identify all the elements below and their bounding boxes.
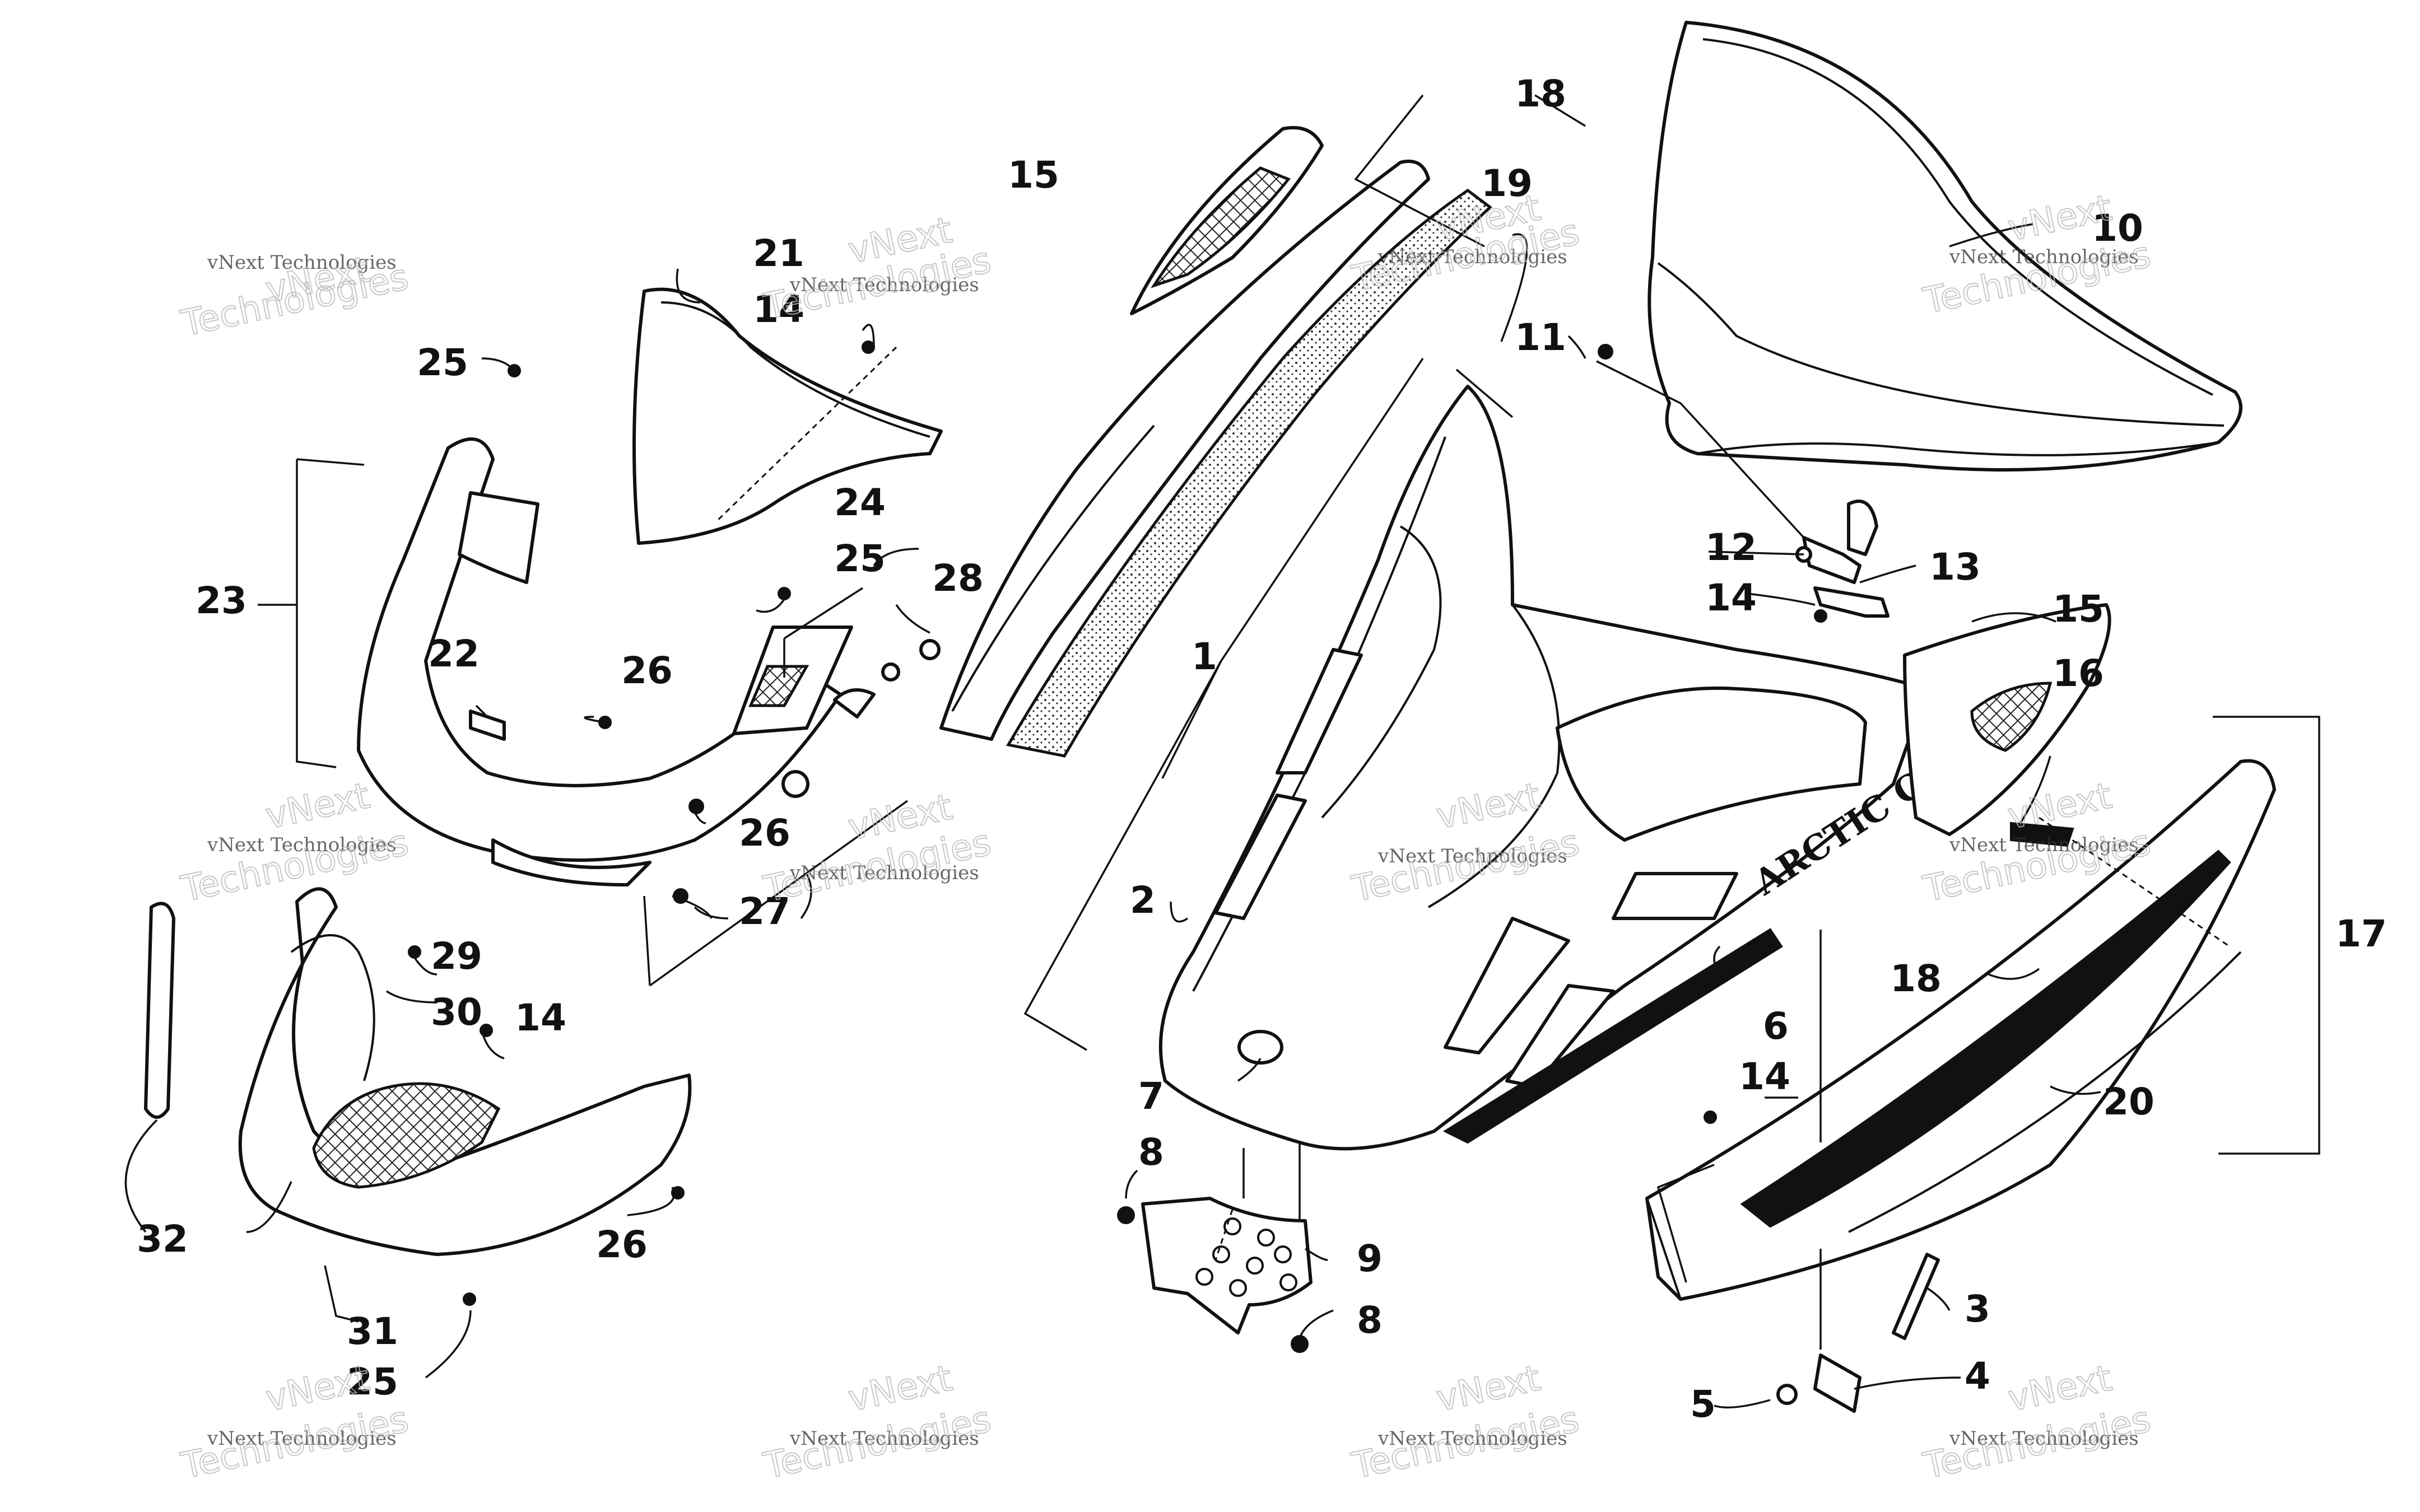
watermark-text: vNext Technologies (789, 862, 979, 884)
callout-9: 9 (1357, 1237, 1383, 1280)
trim-clip (469, 710, 506, 741)
callout-27: 27 (739, 890, 790, 933)
windshield-bracket (1795, 500, 1890, 618)
windshield (1648, 21, 2242, 472)
callout-17: 17 (2335, 912, 2387, 955)
callout-14b: 14 (1705, 576, 1757, 619)
callout-32: 32 (137, 1217, 188, 1261)
callout-23: 23 (196, 579, 247, 622)
callout-28: 28 (932, 557, 984, 600)
callout-4: 4 (1965, 1355, 1990, 1398)
callout-25c: 25 (347, 1360, 398, 1403)
callout-26b: 26 (739, 811, 790, 855)
callout-5: 5 (1690, 1383, 1716, 1426)
rivet (1598, 344, 1613, 360)
push-rivet (781, 639, 941, 798)
callout-25a: 25 (417, 341, 468, 384)
callout-29: 29 (431, 935, 482, 978)
callout-11: 11 (1515, 316, 1566, 359)
callout-18b: 18 (1890, 957, 1942, 1000)
nose-insert (632, 287, 943, 545)
watermark-text: vNext Technologies (1377, 1427, 1567, 1450)
callout-8a: 8 (1138, 1131, 1164, 1174)
side-panel-upper (939, 160, 1492, 758)
callout-14d: 14 (1739, 1055, 1790, 1098)
callout-30: 30 (431, 991, 482, 1034)
callout-31: 31 (347, 1310, 398, 1353)
front-bumper (357, 437, 853, 886)
bolt-hardware (1776, 1253, 1940, 1413)
callout-12: 12 (1705, 526, 1757, 569)
callout-22: 22 (428, 632, 480, 675)
watermark-text: vNext Technologies (1949, 1427, 2139, 1450)
watermark-text: vNext Technologies (789, 1427, 979, 1450)
callout-1: 1 (1192, 635, 1217, 678)
callout-6: 6 (1763, 1005, 1789, 1048)
callout-15b: 15 (2053, 587, 2104, 631)
callout-3: 3 (1965, 1287, 1990, 1331)
watermark-text: vNext Technologies (207, 251, 397, 274)
decal (2010, 822, 2074, 847)
callout-8b: 8 (1357, 1299, 1383, 1342)
callouts: 1 2 3 4 5 6 7 8 8 9 10 11 12 13 14 14 14… (137, 72, 2387, 1426)
watermark-logo-line1: vNext (262, 775, 373, 837)
vent-top (1130, 126, 1324, 315)
side-panel-lower (1645, 759, 2276, 1301)
leader-lines (124, 94, 2320, 1409)
callout-19: 19 (1481, 162, 1533, 205)
nose-trim-strip (144, 902, 175, 1119)
nose-pan (238, 887, 692, 1256)
watermark-text: vNext Technologies (1377, 845, 1567, 867)
callout-21: 21 (753, 232, 804, 275)
callout-7: 7 (1138, 1075, 1164, 1118)
watermark-text: vNext Technologies (207, 1427, 397, 1450)
watermark-text: vNext Technologies (789, 274, 979, 296)
watermark-text: vNext Technologies (1949, 246, 2139, 268)
callout-2: 2 (1130, 879, 1156, 922)
vent-side (1903, 603, 2111, 836)
callout-25b: 25 (834, 537, 886, 580)
callout-13: 13 (1929, 545, 1981, 589)
callout-20: 20 (2103, 1080, 2154, 1123)
callout-14a: 14 (753, 288, 804, 331)
callout-15a: 15 (1008, 153, 1059, 197)
screws (408, 340, 1827, 1353)
callout-18a: 18 (1515, 72, 1566, 115)
heat-shield (1141, 1197, 1313, 1334)
callout-26a: 26 (621, 649, 673, 692)
callout-26c: 26 (596, 1223, 648, 1266)
watermark-text: vNext Technologies (1949, 834, 2139, 856)
callout-14c: 14 (515, 996, 566, 1039)
watermark-text: vNext Technologies (1377, 246, 1567, 268)
watermark-text: vNext Technologies (207, 834, 397, 856)
hood: ARCTIC CAT (1158, 385, 1974, 1151)
callout-10: 10 (2092, 207, 2143, 250)
callout-16: 16 (2053, 652, 2104, 695)
callout-24: 24 (834, 481, 886, 524)
